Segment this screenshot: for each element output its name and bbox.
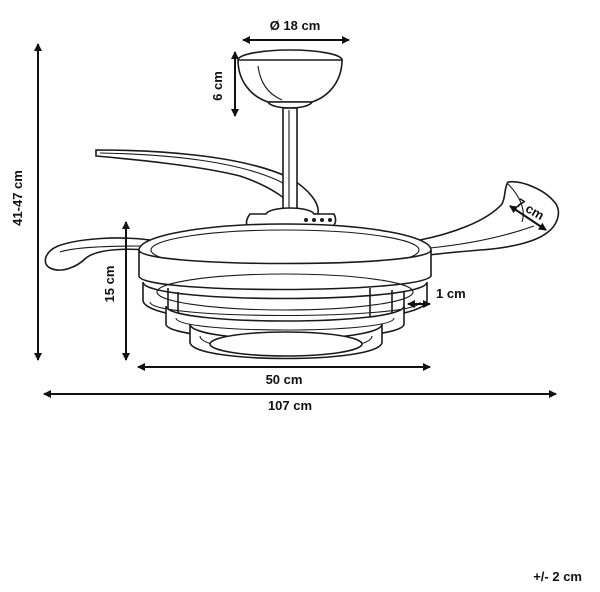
body-height-label: 15 cm (102, 266, 117, 303)
body-diameter-label: 50 cm (266, 372, 303, 387)
canopy-diameter-label: Ø 18 cm (270, 18, 321, 33)
canopy (237, 49, 343, 109)
tolerance-note: +/- 2 cm (533, 569, 582, 584)
left-blade (44, 237, 151, 271)
blade-width-dimension-line (509, 205, 547, 231)
ring-gap-label: 1 cm (436, 286, 466, 301)
total-height-label: 41-47 cm (10, 170, 25, 226)
fan-housing (138, 223, 432, 360)
canopy-height-label: 6 cm (210, 71, 225, 101)
downrod (282, 107, 298, 213)
right-blade (419, 180, 560, 257)
fan-illustration (44, 49, 560, 360)
span-diameter-label: 107 cm (268, 398, 312, 413)
